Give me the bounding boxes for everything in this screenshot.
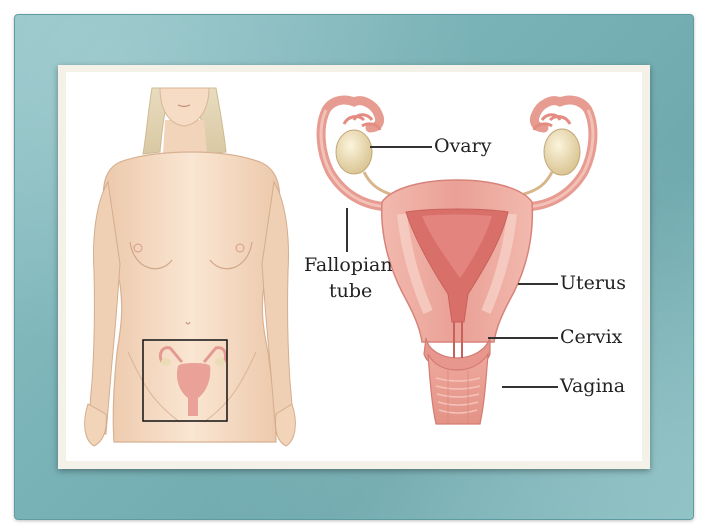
label-uterus: Uterus [560, 273, 626, 293]
left-ovary [336, 130, 372, 174]
label-vagina: Vagina [560, 376, 625, 396]
fallopian-leader-line [346, 208, 348, 252]
cervix-leader-line [488, 337, 558, 339]
label-fallopian-line1: Fallopian [304, 255, 393, 275]
label-ovary: Ovary [434, 136, 491, 156]
label-fallopian-line2: tube [329, 281, 372, 301]
ovary-leader-line [370, 146, 432, 148]
female-figure [85, 88, 296, 446]
label-cervix: Cervix [560, 327, 622, 347]
uterus-leader-line [518, 283, 558, 285]
vagina-leader-line [502, 386, 558, 388]
right-ovary [544, 129, 580, 175]
